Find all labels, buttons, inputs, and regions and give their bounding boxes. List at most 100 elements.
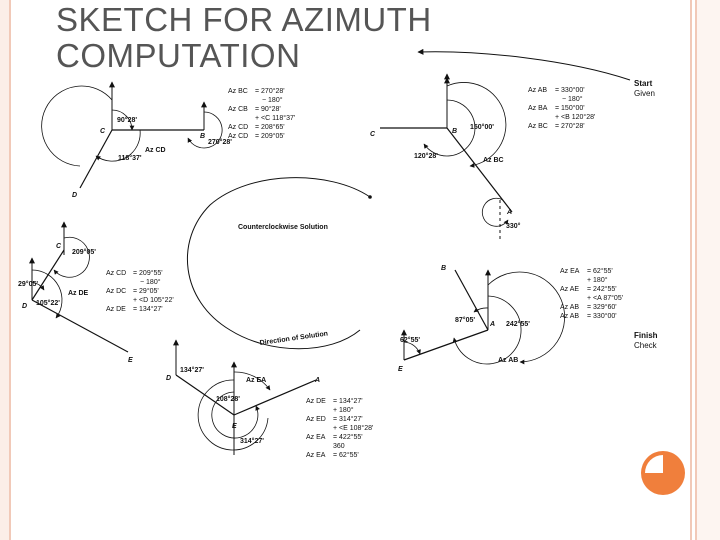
point-b-2: B — [200, 133, 205, 140]
svg-text:+ 180°: + 180° — [587, 276, 608, 284]
svg-text:Az AB: Az AB — [560, 313, 579, 320]
angle-242-55: 242°55' — [506, 320, 530, 328]
svg-text:= 90°28': = 90°28' — [255, 105, 281, 113]
check-label: Check — [634, 341, 658, 350]
svg-text:Az AB: Az AB — [560, 304, 579, 311]
calc-a: Az EA= 62°55' + 180° Az AE= 242°55' + <A… — [560, 267, 623, 320]
direction-arc-end — [368, 195, 372, 199]
svg-text:Az CB: Az CB — [228, 106, 248, 113]
left-border — [0, 0, 9, 540]
svg-text:= 208°65': = 208°65' — [255, 123, 285, 131]
svg-text:= 330°00': = 330°00' — [587, 312, 617, 320]
az-bc-label: Az BC — [483, 157, 504, 164]
svg-text:= 330°00': = 330°00' — [555, 86, 585, 94]
svg-text:= 329°60': = 329°60' — [587, 303, 617, 311]
angle-270-28: 270°28' — [208, 138, 232, 146]
svg-text:360: 360 — [333, 443, 345, 450]
svg-text:= 150°00': = 150°00' — [555, 104, 585, 112]
svg-text:Az EA: Az EA — [306, 452, 326, 459]
angle-105-22: 105°22' — [36, 299, 60, 307]
calc-d: Az CD = 209°55' − 180° Az DC = 29°05' + <D… — [106, 269, 174, 313]
angle-90-28: 90°28' — [117, 116, 137, 124]
point-d-4: D — [166, 375, 171, 382]
right-border-fill — [697, 0, 720, 540]
svg-text:Az ED: Az ED — [306, 416, 326, 423]
svg-text:Az EA: Az EA — [306, 434, 326, 441]
right-border-line-1 — [690, 0, 692, 540]
svg-text:= 134°27': = 134°27' — [133, 305, 163, 313]
svg-text:Az BC: Az BC — [228, 88, 248, 95]
svg-text:Az DE: Az DE — [106, 306, 126, 313]
slide-title: SKETCH FOR AZIMUTH COMPUTATION — [56, 2, 432, 74]
az-ab-label: Az AB — [498, 357, 518, 364]
svg-text:= 134°27': = 134°27' — [333, 397, 363, 405]
calc-e: Az DE = 134°27' + 180° Az ED = 314°27' + <… — [306, 397, 373, 459]
point-d-3: D — [22, 303, 27, 310]
svg-text:Az BC: Az BC — [528, 123, 548, 130]
right-border-line-2 — [695, 0, 697, 540]
angle-314-27: 314°27' — [240, 437, 264, 445]
decorative-orange-circle — [641, 451, 685, 495]
svg-text:− 180°: − 180° — [262, 96, 283, 104]
svg-text:Az CD: Az CD — [228, 133, 248, 140]
svg-text:Az DC: Az DC — [106, 288, 126, 295]
title-line-1: SKETCH FOR AZIMUTH — [56, 1, 432, 38]
start-arrow — [417, 48, 631, 81]
calc-c: Az BC = 270°28' − 180° Az CB = 90°28' + <C… — [228, 87, 295, 140]
svg-text:− 180°: − 180° — [562, 95, 583, 103]
angle-87-05: 87°05' — [455, 316, 475, 324]
point-a-5: A — [489, 321, 495, 328]
sketch-b: B C A 150°00' 120°28' 330° Az BC Az AB= … — [370, 73, 595, 240]
svg-text:= 270°28': = 270°28' — [555, 122, 585, 130]
svg-text:= 314°27': = 314°27' — [333, 415, 363, 423]
svg-text:+ <D 105°22': + <D 105°22' — [133, 296, 174, 304]
point-e-3: E — [128, 357, 133, 364]
svg-text:= 62°55': = 62°55' — [333, 451, 359, 459]
point-b-5: B — [441, 265, 446, 272]
svg-text:Az AB: Az AB — [528, 87, 547, 94]
svg-text:+ <C 118°37': + <C 118°37' — [255, 114, 295, 122]
point-d-2: D — [72, 192, 77, 199]
point-c-1: C — [370, 131, 376, 138]
svg-text:+ 180°: + 180° — [333, 406, 354, 414]
svg-text:+ <A 87°05': + <A 87°05' — [587, 294, 623, 302]
svg-text:Az CD: Az CD — [228, 124, 248, 131]
svg-text:+ <E 108°28': + <E 108°28' — [333, 424, 373, 432]
given-label: Given — [634, 89, 655, 98]
angle-118-37: 118°37' — [118, 154, 142, 162]
svg-text:= 209°55': = 209°55' — [133, 269, 163, 277]
point-c-2: C — [100, 128, 106, 135]
counterclockwise-label: Counterclockwise Solution — [238, 224, 328, 231]
start-label: Start — [634, 79, 653, 88]
angle-330: 330° — [506, 222, 521, 230]
angle-62-55: 62°55' — [400, 336, 420, 344]
az-de-label: Az DE — [68, 290, 89, 297]
angle-134-27: 134°27' — [180, 366, 204, 374]
calc-b: Az AB= 330°00' − 180° Az BA= 150°00' + <… — [528, 86, 595, 130]
angle-150: 150°00' — [470, 123, 494, 131]
sketch-e: D E A 134°27' 108°28' 314°27' Az EA Az D… — [166, 339, 373, 459]
svg-text:= 270°28': = 270°28' — [255, 87, 285, 95]
sketch-a: B A E 87°05' 242°55' 62°55' Az AB Az EA=… — [398, 265, 623, 373]
svg-text:− 180°: − 180° — [140, 278, 161, 286]
svg-text:= 29°05': = 29°05' — [133, 287, 159, 295]
direction-label: Direction of Solution — [259, 330, 328, 347]
angle-108-28: 108°28' — [216, 395, 240, 403]
svg-text:Az CD: Az CD — [106, 270, 126, 277]
point-e-5: E — [398, 366, 403, 373]
sketch-d: C D E 209°05' 29°05' 105°22' Az DE Az CD… — [18, 221, 174, 364]
title-line-2: COMPUTATION — [56, 37, 301, 74]
point-c-3: C — [56, 243, 62, 250]
svg-text:= 422°55': = 422°55' — [333, 433, 363, 441]
point-a-4: A — [314, 377, 320, 384]
svg-text:+ <B 120°28': + <B 120°28' — [555, 113, 595, 121]
sketch-c: C B D 90°28' 270°28' 118°37' Az CD Az BC… — [41, 81, 295, 199]
left-border-line — [9, 0, 11, 540]
azimuth-diagram: Counterclockwise Solution Direction of S… — [18, 48, 658, 459]
point-b-1: B — [452, 128, 457, 135]
az-ea-label: Az EA — [246, 377, 266, 384]
point-e-4: E — [232, 423, 237, 430]
svg-text:Az DE: Az DE — [306, 398, 326, 405]
svg-text:= 242°55': = 242°55' — [587, 285, 617, 293]
svg-text:Az AE: Az AE — [560, 286, 579, 293]
